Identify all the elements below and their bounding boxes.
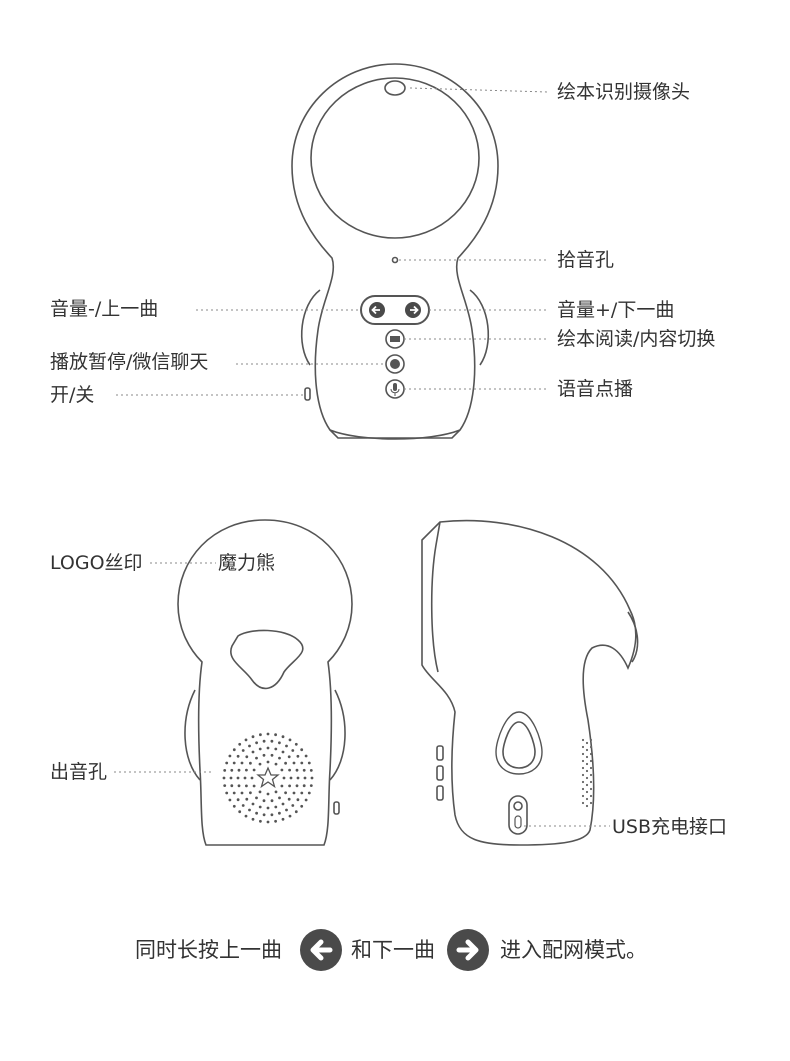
side-view	[421, 519, 639, 846]
footer-part1: 同时长按上一曲	[135, 938, 282, 962]
label-mic: 拾音孔	[557, 249, 615, 271]
footer-part3: 进入配网模式。	[500, 938, 647, 962]
label-camera: 绘本识别摄像头	[557, 81, 691, 103]
label-play-pause: 播放暂停/微信聊天	[50, 351, 209, 373]
label-volume-up: 音量+/下一曲	[557, 299, 675, 321]
back-view	[177, 519, 353, 846]
side-ear	[627, 611, 639, 663]
side-speaker-grille	[581, 738, 593, 808]
footer-part2: 和下一曲	[351, 938, 435, 962]
pairing-instruction: 同时长按上一曲 和下一曲 进入配网模式。	[0, 926, 790, 974]
back-leaders	[114, 562, 216, 773]
label-logo: LOGO丝印	[50, 552, 143, 574]
label-reading: 绘本阅读/内容切换	[557, 328, 716, 350]
front-base	[329, 429, 461, 440]
brand-logo-text: 魔力熊	[218, 552, 276, 574]
star-icon	[256, 766, 280, 789]
back-body-outline	[177, 519, 353, 846]
front-left-arm	[300, 289, 321, 366]
back-right-arm	[329, 689, 346, 781]
play-button-icon	[385, 354, 405, 374]
left-arrow-icon	[300, 929, 342, 971]
front-body-outline	[291, 63, 499, 439]
side-button-1	[436, 745, 444, 761]
side-button-3	[436, 785, 444, 801]
mic-hole-icon	[391, 256, 399, 264]
front-leaders	[116, 87, 549, 396]
usb-port-icon	[508, 795, 528, 835]
camera-icon	[384, 80, 406, 96]
label-speaker: 出音孔	[50, 761, 108, 783]
front-view	[291, 63, 499, 440]
face-ring	[310, 77, 480, 239]
front-right-arm	[469, 289, 490, 366]
power-switch	[304, 387, 311, 401]
side-button-2	[436, 765, 444, 781]
side-front-face	[430, 521, 441, 673]
right-arrow-icon	[447, 929, 489, 971]
label-usb: USB充电接口	[612, 816, 728, 838]
back-tail	[230, 629, 304, 690]
back-left-arm	[184, 689, 201, 781]
label-volume-down: 音量-/上一曲	[50, 298, 159, 320]
speaker-grille	[222, 732, 314, 824]
label-voice: 语音点播	[557, 378, 634, 400]
side-egg-window	[495, 711, 543, 775]
side-body-outline	[421, 519, 637, 846]
back-side-button	[333, 801, 340, 815]
label-power: 开/关	[50, 384, 95, 406]
